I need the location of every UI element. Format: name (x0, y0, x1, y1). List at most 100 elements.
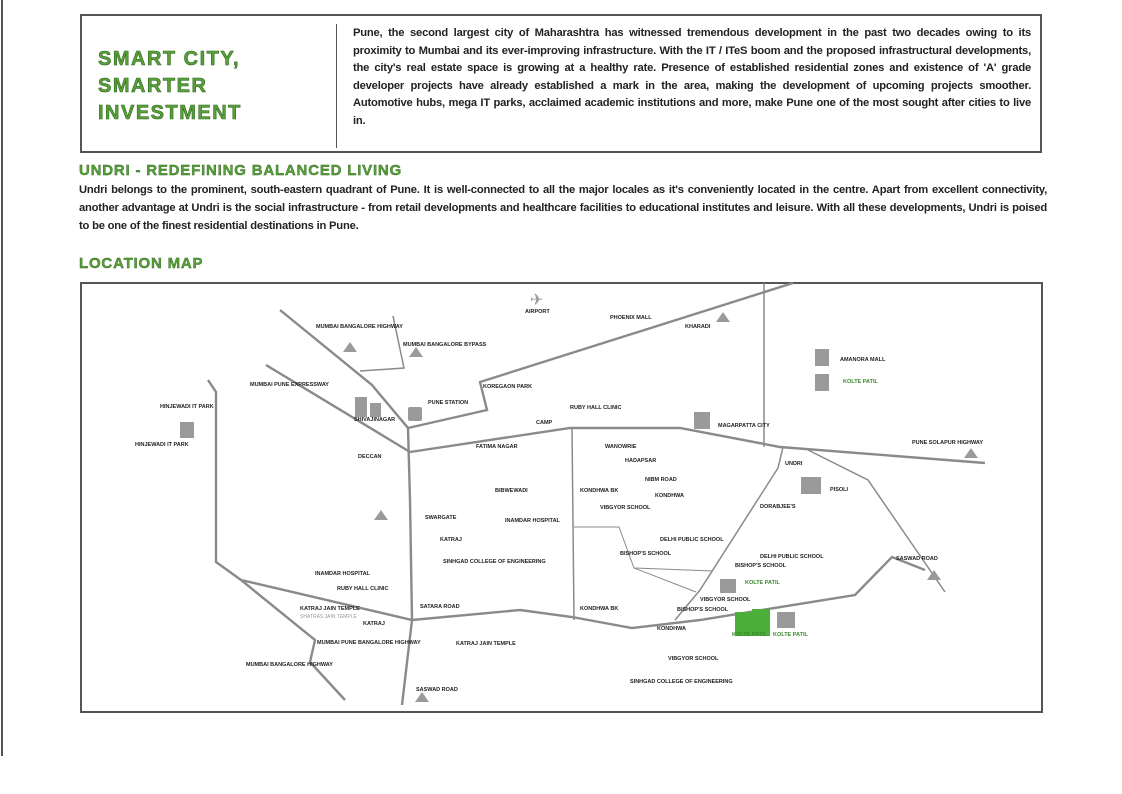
map-label: VIBGYOR SCHOOL (700, 597, 751, 603)
undri-heading: UNDRI - REDEFINING BALANCED LIVING (79, 162, 403, 179)
building-icon (815, 349, 829, 366)
map-label: BISHOP'S SCHOOL (677, 607, 729, 613)
toll-icon (374, 510, 388, 520)
toll-icon (716, 312, 730, 322)
slogan: SMART CITY, SMARTER INVESTMENT (98, 46, 242, 127)
map-label: MUMBAI PUNE BANGALORE HIGHWAY (317, 640, 421, 646)
road (633, 567, 697, 593)
building-icon (355, 397, 367, 417)
map-label: MUMBAI BANGALORE BYPASS (403, 342, 487, 348)
project-building-icon (735, 612, 753, 636)
map-label: MUMBAI PUNE EXPRESSWAY (250, 382, 329, 388)
map-label: UNDRI (785, 461, 803, 467)
map-label: KONDHWA BK (580, 606, 618, 612)
map-label: RUBY HALL CLINIC (570, 405, 621, 411)
page-edge (1, 0, 3, 756)
map-label: KHARADI (685, 324, 711, 330)
road (407, 282, 794, 430)
map-label: RUBY HALL CLINIC (337, 586, 388, 592)
building-icon (777, 612, 795, 628)
map-icons: ✈ (180, 292, 978, 702)
map-label: KATRAJ (440, 537, 462, 543)
map-label: KOREGAON PARK (483, 384, 532, 390)
building-icon (815, 374, 829, 391)
train-icon (408, 407, 422, 421)
toll-icon (927, 570, 941, 580)
road (359, 315, 405, 372)
map-label: INAMDAR HOSPITAL (505, 518, 561, 524)
map-label: HADAPSAR (625, 458, 656, 464)
road (207, 379, 346, 701)
building-icon (180, 422, 194, 438)
road (265, 363, 411, 454)
toll-icon (343, 342, 357, 352)
building-icon (720, 579, 736, 593)
location-map: ✈ AIRPORT PHOENIX MALL KHARADI AMANORA M… (80, 282, 1043, 713)
map-label: WANOWRIE (605, 444, 637, 450)
toll-icon (409, 347, 423, 357)
map-label: KATRAJ JAIN TEMPLE (300, 606, 360, 612)
map-label: MUMBAI BANGALORE HIGHWAY (246, 662, 333, 668)
map-label: SWARGATE (425, 515, 457, 521)
map-label: CAMP (536, 420, 553, 426)
map-label: SINHGAD COLLEGE OF ENGINEERING (443, 559, 546, 565)
map-label: AIRPORT (525, 309, 550, 315)
map-label: KATRAJ (363, 621, 385, 627)
road (674, 446, 784, 621)
map-label: MUMBAI BANGALORE HIGHWAY (316, 324, 403, 330)
map-label: SINHGAD COLLEGE OF ENGINEERING (630, 679, 733, 685)
map-label: VIBGYOR SCHOOL (668, 656, 719, 662)
map-label: KONDHWA (657, 626, 686, 632)
map-label: KONDHWA BK (580, 488, 618, 494)
road (571, 427, 575, 621)
map-label: BISHOP'S SCHOOL (735, 563, 787, 569)
map-label: NIBM ROAD (645, 477, 677, 483)
intro-box: SMART CITY, SMARTER INVESTMENT Pune, the… (80, 14, 1042, 153)
map-label: BIBWEWADI (495, 488, 528, 494)
building-icon (801, 477, 821, 494)
toll-icon (964, 448, 978, 458)
road (807, 449, 946, 593)
toll-icon (415, 692, 429, 702)
map-label: INAMDAR HOSPITAL (315, 571, 371, 577)
map-label: DECCAN (358, 454, 382, 460)
map-label: DORABJEE'S (760, 504, 796, 510)
slogan-line: SMART CITY, (98, 48, 241, 71)
map-label: SATARA ROAD (420, 604, 460, 610)
map-label: FATIMA NAGAR (476, 444, 518, 450)
map-label: SHATRAS JAIN TEMPLE (300, 614, 357, 620)
project-label: KOLTE PATIL (732, 632, 767, 638)
project-label: KOLTE PATIL (745, 580, 780, 586)
road (574, 526, 714, 572)
roads (207, 282, 986, 706)
project-building-icon (752, 609, 770, 636)
building-icon (370, 403, 381, 417)
map-label: BISHOP'S SCHOOL (620, 551, 672, 557)
map-labels: AIRPORT PHOENIX MALL KHARADI AMANORA MAL… (135, 309, 983, 693)
map-canvas: ✈ AIRPORT PHOENIX MALL KHARADI AMANORA M… (135, 282, 986, 706)
location-map-heading: LOCATION MAP (79, 255, 204, 272)
map-label: PISOLI (830, 487, 849, 493)
map-label: PUNE SOLAPUR HIGHWAY (912, 440, 983, 446)
map-label: DELHI PUBLIC SCHOOL (660, 537, 724, 543)
project-icons (735, 609, 770, 636)
road (279, 309, 414, 706)
map-label: SASWAD ROAD (896, 556, 938, 562)
map-label: SASWAD ROAD (416, 687, 458, 693)
intro-paragraph: Pune, the second largest city of Maharas… (353, 27, 1031, 127)
map-label: KATRAJ JAIN TEMPLE (456, 641, 516, 647)
building-icon (694, 412, 710, 429)
slogan-line: SMARTER (98, 75, 208, 98)
project-label: KOLTE PATIL (773, 632, 808, 638)
map-label: DELHI PUBLIC SCHOOL (760, 554, 824, 560)
map-label: AMANORA MALL (840, 357, 886, 363)
road (409, 426, 986, 465)
map-label: PHOENIX MALL (610, 315, 652, 321)
road (240, 555, 926, 630)
slogan-line: INVESTMENT (98, 102, 242, 125)
map-label: MAGARPATTA CITY (718, 423, 770, 429)
map-label: HINJEWADI IT PARK (160, 404, 214, 410)
map-label: VIBGYOR SCHOOL (600, 505, 651, 511)
map-label: HINJEWADI IT PARK (135, 442, 189, 448)
map-label: SHIVAJINAGAR (354, 417, 395, 423)
